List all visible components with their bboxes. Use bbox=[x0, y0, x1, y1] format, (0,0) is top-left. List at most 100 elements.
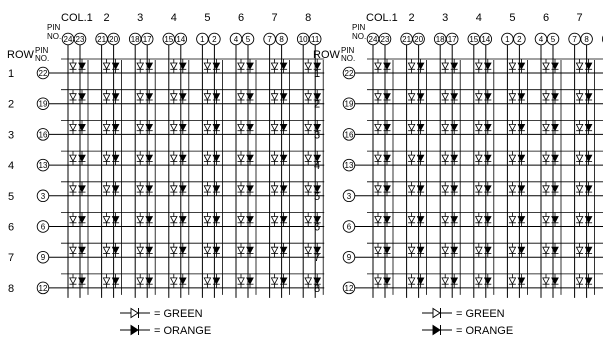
led-pair bbox=[237, 59, 254, 73]
green-led-icon bbox=[441, 154, 450, 162]
row-number: 1 bbox=[8, 68, 14, 80]
col-pin-circle bbox=[241, 32, 255, 46]
row-pin-number: 19 bbox=[39, 100, 48, 109]
led-pair bbox=[69, 59, 86, 73]
green-led-icon bbox=[102, 154, 111, 162]
led-pair bbox=[374, 243, 391, 258]
led-pair bbox=[69, 273, 86, 288]
col-pin-number: 21 bbox=[97, 35, 106, 44]
led-pair bbox=[270, 59, 288, 73]
row-pin-circle bbox=[342, 220, 356, 233]
led-pair bbox=[102, 273, 120, 288]
led-pair bbox=[508, 89, 526, 104]
led-pair bbox=[441, 59, 459, 73]
green-led-icon bbox=[508, 185, 517, 193]
row-number: 2 bbox=[314, 99, 320, 111]
col-number: 5 bbox=[509, 12, 515, 24]
col-pin-circle bbox=[546, 32, 560, 46]
green-led-icon bbox=[374, 93, 382, 101]
green-led-icon bbox=[374, 246, 382, 255]
col-number: 3 bbox=[137, 12, 143, 24]
led-pair bbox=[304, 59, 322, 73]
col-pin-number: 1 bbox=[200, 35, 205, 44]
col-pin-number: 8 bbox=[279, 35, 284, 44]
row-pin-circle bbox=[342, 128, 356, 141]
led-pair bbox=[169, 273, 187, 288]
col-number: 7 bbox=[577, 12, 583, 24]
led-pair bbox=[169, 89, 187, 104]
col-number: 6 bbox=[238, 12, 244, 24]
led-pair bbox=[169, 243, 187, 258]
green-led-icon bbox=[169, 93, 178, 101]
green-led-icon bbox=[508, 124, 517, 132]
led-pair bbox=[474, 181, 492, 196]
led-pair bbox=[508, 181, 526, 196]
green-led-icon bbox=[102, 246, 111, 255]
orange-led-legend-icon bbox=[120, 324, 150, 336]
led-pair bbox=[374, 151, 391, 166]
row-pin-number: 6 bbox=[41, 223, 46, 232]
green-led-icon bbox=[542, 154, 550, 162]
col-pin-circle bbox=[208, 32, 221, 46]
led-pair bbox=[575, 120, 593, 135]
green-led-icon bbox=[508, 154, 517, 162]
led-pair bbox=[237, 120, 254, 135]
row-pin-circle bbox=[36, 158, 50, 172]
green-led-icon bbox=[69, 62, 77, 70]
led-pair bbox=[474, 243, 492, 258]
green-led-icon bbox=[270, 216, 279, 224]
led-pair bbox=[542, 181, 559, 196]
led-pair bbox=[407, 273, 425, 288]
led-pair bbox=[508, 59, 526, 73]
row-pin-number: 3 bbox=[347, 192, 352, 201]
row-pin-number: 9 bbox=[41, 253, 46, 262]
green-led-icon bbox=[374, 124, 382, 132]
row-pin-circle bbox=[36, 220, 50, 233]
row-pin-number: 12 bbox=[39, 284, 48, 293]
green-led-icon bbox=[169, 124, 178, 132]
row-pin-circle bbox=[342, 189, 356, 203]
green-led-icon bbox=[270, 246, 279, 255]
green-led-icon bbox=[407, 124, 416, 132]
led-pair bbox=[203, 89, 221, 104]
col-number: 7 bbox=[272, 12, 278, 24]
green-led-icon bbox=[542, 246, 550, 255]
green-led-icon bbox=[508, 246, 517, 255]
green-led-icon bbox=[542, 62, 550, 70]
led-pair bbox=[102, 243, 120, 258]
green-led-icon bbox=[69, 216, 77, 224]
green-led-icon bbox=[69, 124, 77, 132]
col-pin-number: 24 bbox=[64, 35, 73, 44]
col-title: COL.1 bbox=[61, 12, 93, 24]
col-pin-circle bbox=[580, 32, 593, 46]
led-pair bbox=[304, 151, 322, 166]
row-pin-number: 13 bbox=[39, 161, 48, 170]
green-led-legend-icon bbox=[120, 307, 150, 319]
led-pair bbox=[102, 151, 120, 166]
green-led-icon bbox=[136, 246, 145, 255]
green-led-icon bbox=[102, 124, 111, 132]
led-pair bbox=[237, 212, 254, 227]
col-pin-number: 23 bbox=[381, 35, 390, 44]
col-number: 4 bbox=[171, 12, 177, 24]
led-pair bbox=[441, 89, 459, 104]
green-led-icon bbox=[304, 154, 313, 162]
led-pair bbox=[575, 151, 593, 166]
led-pair bbox=[304, 243, 322, 258]
row-pin-number: 9 bbox=[347, 253, 352, 262]
col-pin-number: 10 bbox=[299, 35, 308, 44]
led-pair bbox=[237, 151, 254, 166]
row-pin-circle bbox=[36, 66, 50, 80]
col-pin-number: 5 bbox=[551, 35, 556, 44]
green-led-icon bbox=[136, 93, 145, 101]
green-led-icon bbox=[270, 62, 279, 70]
green-led-icon bbox=[270, 277, 279, 285]
row-pin-label-bottom: NO. bbox=[35, 54, 49, 63]
green-led-icon bbox=[203, 62, 212, 70]
green-led-icon bbox=[407, 246, 416, 255]
led-pair bbox=[203, 243, 221, 258]
col-title: COL.1 bbox=[366, 12, 398, 24]
led-pair bbox=[441, 243, 459, 258]
green-led-icon bbox=[270, 154, 279, 162]
led-pair bbox=[270, 212, 288, 227]
